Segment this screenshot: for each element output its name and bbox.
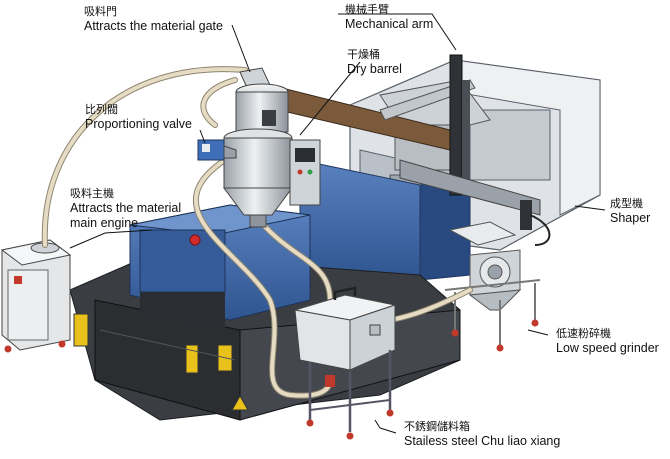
material-hoses xyxy=(41,66,473,399)
label-mechanical-arm-en: Mechanical arm xyxy=(345,17,434,31)
stainless-tank xyxy=(294,286,397,440)
label-dry-barrel-en: Dry barrel xyxy=(347,62,402,76)
label-proportioning-valve: 比列閥 Proportioning valve xyxy=(85,102,192,132)
label-dry-barrel-zh: 干燥桶 xyxy=(347,48,380,61)
material-gate xyxy=(235,67,289,133)
proportioning-valve xyxy=(197,139,237,161)
label-grinder-zh: 低速粉碎機 xyxy=(556,327,611,340)
label-grinder-en: Low speed grinder xyxy=(556,341,659,355)
label-dry-barrel: 干燥桶 Dry barrel xyxy=(347,47,402,77)
label-shaper: 成型機 Shaper xyxy=(610,196,650,226)
loader-main-engine xyxy=(0,239,72,353)
label-shaper-en: Shaper xyxy=(610,211,651,225)
label-material-gate-en: Attracts the material gate xyxy=(84,19,223,33)
label-material-gate: 吸料門 Attracts the material gate xyxy=(84,4,223,34)
label-proportioning-valve-en: Proportioning valve xyxy=(85,117,193,131)
label-tank-zh: 不銹鋼儲料箱 xyxy=(404,420,470,433)
label-loader-en-line1: Attracts the material xyxy=(70,201,182,215)
label-low-speed-grinder: 低速粉碎機 Low speed grinder xyxy=(556,326,659,356)
label-shaper-zh: 成型機 xyxy=(610,197,643,210)
label-mechanical-arm: 機械手臂 Mechanical arm xyxy=(345,2,433,32)
label-material-gate-zh: 吸料門 xyxy=(84,5,117,18)
label-loader-en-line2: main engine xyxy=(70,216,139,230)
label-stainless-tank: 不銹鋼儲料箱 Stailess steel Chu liao xiang xyxy=(404,419,560,449)
mechanical-arm xyxy=(269,54,551,246)
label-loader-zh: 吸料主機 xyxy=(70,187,114,200)
low-speed-grinder xyxy=(444,221,541,352)
label-loader-main-engine: 吸料主機 Attracts the material main engine xyxy=(70,186,181,231)
label-proportioning-valve-zh: 比列閥 xyxy=(85,103,118,116)
dry-barrel xyxy=(223,128,321,228)
leader-lines xyxy=(69,13,606,434)
label-mechanical-arm-zh: 機械手臂 xyxy=(345,3,389,16)
label-tank-en: Stailess steel Chu liao xiang xyxy=(404,434,561,448)
